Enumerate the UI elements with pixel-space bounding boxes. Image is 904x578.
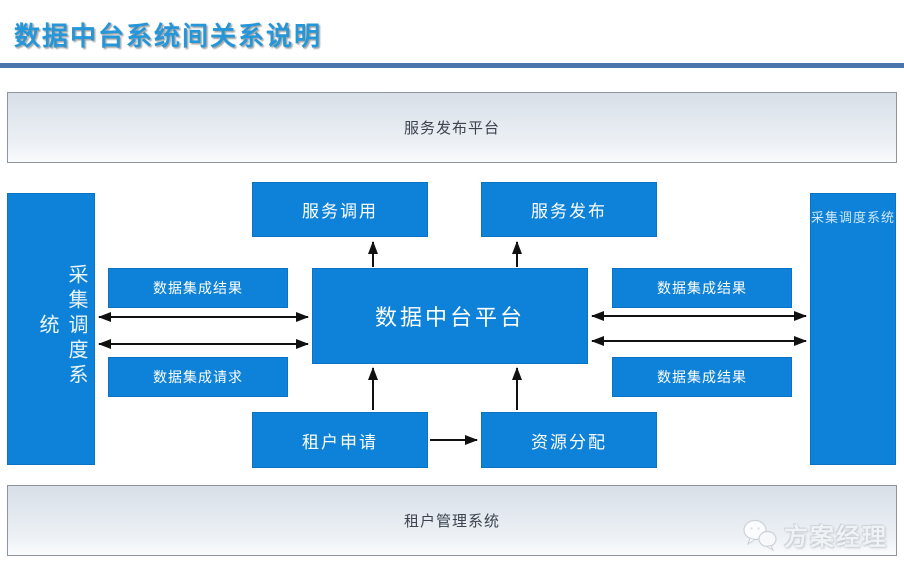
node-service-publish-platform: 服务发布平台 xyxy=(7,92,897,163)
node-data-middle-platform: 数据中台平台 xyxy=(312,268,588,364)
node-tenant-apply: 租户申请 xyxy=(252,412,428,468)
node-label-vertical: 采集调度系统 xyxy=(36,263,87,389)
title-underline-rule xyxy=(0,63,904,68)
watermark-label: 方案经理 xyxy=(784,524,888,551)
node-data-integration-result-left: 数据集成结果 xyxy=(108,268,288,308)
node-label: 服务发布 xyxy=(531,202,607,221)
node-label: 服务调用 xyxy=(302,202,378,221)
node-data-integration-request-left: 数据集成请求 xyxy=(108,357,288,397)
page-title: 数据中台系统间关系说明 xyxy=(14,22,323,52)
node-data-integration-result-right-bottom: 数据集成结果 xyxy=(612,357,792,397)
watermark: 方案经理 xyxy=(742,517,888,552)
node-label: 资源分配 xyxy=(531,432,607,452)
node-label: 数据中台平台 xyxy=(374,305,525,330)
node-label: 租户管理系统 xyxy=(403,513,500,530)
node-label: 数据集成结果 xyxy=(153,280,243,296)
node-data-integration-result-right-top: 数据集成结果 xyxy=(612,268,792,308)
node-tenant-mgmt-system: 租户管理系统 xyxy=(7,485,897,556)
node-service-publish: 服务发布 xyxy=(481,182,657,237)
node-collect-dispatch-system-left: 采集调度系统 xyxy=(7,193,95,465)
node-label: 数据集成结果 xyxy=(657,280,747,296)
node-service-call: 服务调用 xyxy=(252,182,428,237)
node-label: 租户申请 xyxy=(302,432,378,452)
node-label: 服务发布平台 xyxy=(403,120,500,137)
node-resource-allocate: 资源分配 xyxy=(481,412,657,468)
node-label: 数据集成请求 xyxy=(153,369,243,385)
chat-bubbles-icon xyxy=(743,519,777,551)
node-label: 数据集成结果 xyxy=(657,369,747,385)
node-label: 采集调度系统 xyxy=(811,210,896,225)
node-collect-dispatch-system-right: 采集调度系统 xyxy=(810,193,896,465)
